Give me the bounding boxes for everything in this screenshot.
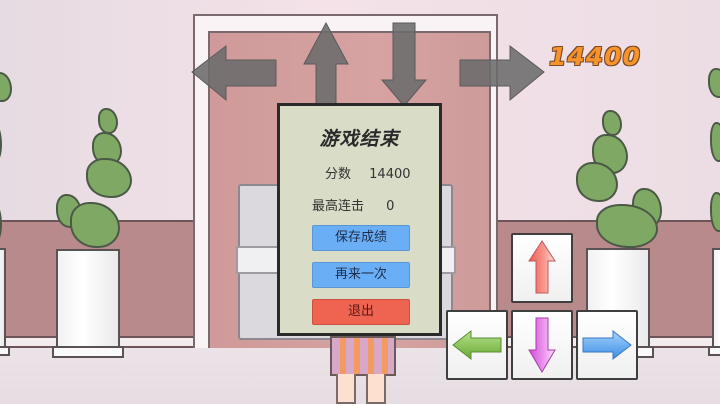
plant-left	[52, 106, 150, 360]
character-shorts	[330, 336, 396, 376]
exit-button[interactable]: 退出	[312, 299, 410, 325]
plant-far-right	[706, 62, 720, 362]
combo-value: 0	[386, 199, 395, 214]
prompt-down-arrow-icon	[380, 22, 428, 106]
left-arrow-icon	[452, 329, 502, 361]
prompt-up-arrow-icon	[303, 22, 349, 106]
right-arrow-icon	[582, 329, 632, 361]
prompt-right-arrow-icon	[459, 44, 545, 102]
combo-label: 最高连击	[312, 199, 365, 214]
down-button[interactable]	[511, 310, 573, 380]
score-display: 14400	[549, 42, 641, 71]
prompt-left-arrow-icon	[191, 44, 277, 102]
play-again-button[interactable]: 再来一次	[312, 262, 410, 288]
plant-far-left	[0, 62, 12, 362]
left-button[interactable]	[446, 310, 508, 380]
up-arrow-icon	[528, 240, 556, 294]
game-over-dialog: 游戏结束 分数 14400 最高连击 0 保存成绩 再来一次 退出	[277, 103, 442, 336]
up-button[interactable]	[511, 233, 573, 303]
right-button[interactable]	[576, 310, 638, 380]
score-value: 14400	[369, 167, 411, 182]
save-score-button[interactable]: 保存成绩	[312, 225, 410, 251]
score-row: 分数 14400	[325, 163, 411, 182]
character-right-leg	[366, 374, 386, 404]
score-label: 分数	[325, 167, 352, 182]
character-left-leg	[336, 374, 356, 404]
combo-row: 最高连击 0	[312, 195, 394, 214]
down-arrow-icon	[528, 317, 556, 373]
dialog-title: 游戏结束	[319, 128, 400, 150]
